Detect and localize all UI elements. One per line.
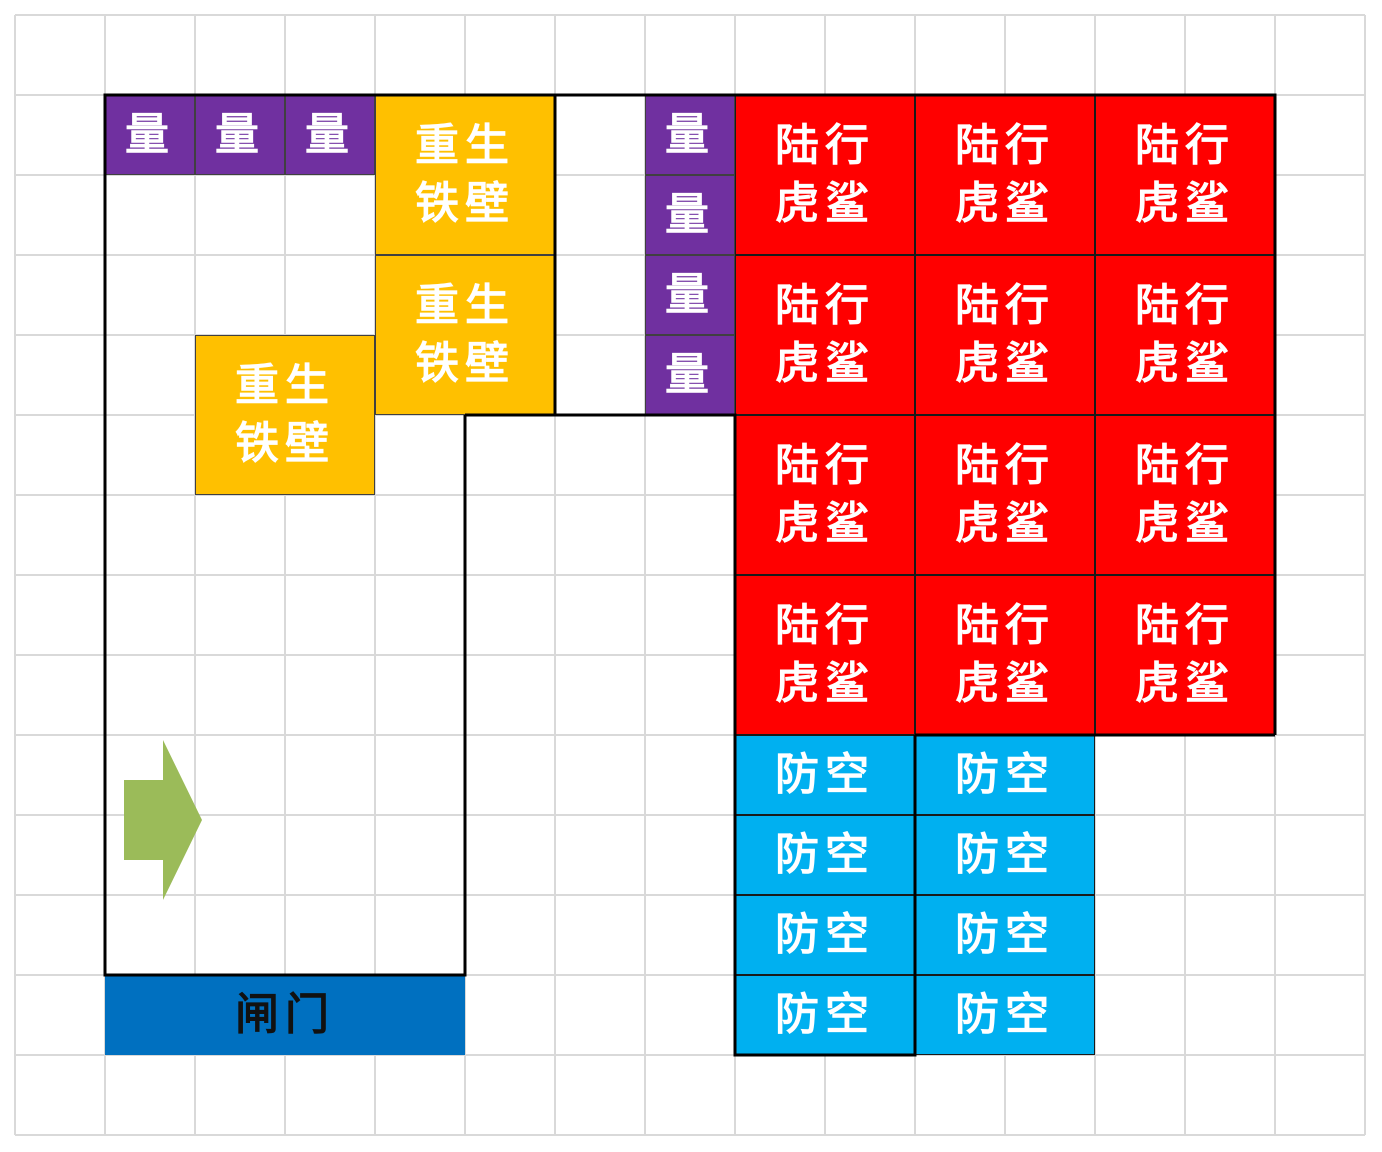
fangkong-tile: 防空: [735, 975, 915, 1055]
fangkong-tile: 防空: [735, 735, 915, 815]
fangkong-tile-label: 防空: [955, 909, 1055, 960]
zhamen-gate: 闸门: [105, 975, 465, 1055]
luxing-husha-tile-label-2: 虎鲨: [1135, 338, 1235, 389]
luxing-husha-tile: 陆行虎鲨: [915, 575, 1095, 735]
luxing-husha-tile-label-1: 陆行: [775, 600, 875, 651]
fangkong-tile: 防空: [735, 895, 915, 975]
chongsheng-tiebi-tile-label-2: 铁壁: [415, 338, 515, 389]
luxing-husha-tile-label-1: 陆行: [775, 440, 875, 491]
luxing-husha-tile: 陆行虎鲨: [1095, 255, 1275, 415]
luxing-husha-tile-label-1: 陆行: [955, 280, 1055, 331]
fangkong-tile: 防空: [915, 975, 1095, 1055]
luxing-husha-tile-label-2: 虎鲨: [775, 338, 875, 389]
chongsheng-tiebi-tile-label-1: 重生: [235, 360, 335, 411]
luxing-husha-tile: 陆行虎鲨: [735, 95, 915, 255]
luxing-husha-tile: 陆行虎鲨: [1095, 575, 1275, 735]
luxing-husha-tile-label-1: 陆行: [1135, 120, 1235, 171]
zhamen-gate-label: 闸门: [235, 989, 335, 1040]
luxing-husha-tile-label-1: 陆行: [955, 120, 1055, 171]
chongsheng-tiebi-tile: 重生铁壁: [375, 95, 555, 255]
fangkong-tile: 防空: [915, 815, 1095, 895]
luxing-husha-tile-label-1: 陆行: [1135, 280, 1235, 331]
liang-tile: 量: [105, 95, 195, 175]
luxing-husha-tile-label-2: 虎鲨: [775, 498, 875, 549]
fangkong-tile-label: 防空: [955, 749, 1055, 800]
fangkong-tile: 防空: [735, 815, 915, 895]
luxing-husha-tile-label-2: 虎鲨: [955, 498, 1055, 549]
chongsheng-tiebi-tile: 重生铁壁: [375, 255, 555, 415]
luxing-husha-tile-label-1: 陆行: [1135, 600, 1235, 651]
luxing-husha-tile: 陆行虎鲨: [915, 95, 1095, 255]
luxing-husha-tile-label-2: 虎鲨: [1135, 498, 1235, 549]
liang-tile-label: 量: [665, 269, 715, 320]
luxing-husha-tile-label-2: 虎鲨: [955, 658, 1055, 709]
liang-tile-label: 量: [305, 109, 355, 160]
fangkong-tile: 防空: [915, 895, 1095, 975]
liang-tile: 量: [645, 95, 735, 175]
fangkong-tile-label: 防空: [775, 829, 875, 880]
luxing-husha-tile: 陆行虎鲨: [915, 255, 1095, 415]
luxing-husha-tile-label-2: 虎鲨: [775, 178, 875, 229]
luxing-husha-tile-label-2: 虎鲨: [775, 658, 875, 709]
liang-tile-label: 量: [215, 109, 265, 160]
luxing-husha-tile-label-1: 陆行: [955, 440, 1055, 491]
luxing-husha-tile-label-1: 陆行: [775, 280, 875, 331]
luxing-husha-tile: 陆行虎鲨: [1095, 95, 1275, 255]
fangkong-tile: 防空: [915, 735, 1095, 815]
liang-tile: 量: [645, 255, 735, 335]
fangkong-tile-label: 防空: [775, 989, 875, 1040]
liang-tile-label: 量: [665, 189, 715, 240]
luxing-husha-tile-label-1: 陆行: [1135, 440, 1235, 491]
luxing-husha-tile-label-1: 陆行: [955, 600, 1055, 651]
luxing-husha-tile: 陆行虎鲨: [735, 415, 915, 575]
luxing-husha-tile: 陆行虎鲨: [735, 255, 915, 415]
liang-tile: 量: [645, 175, 735, 255]
liang-tile-label: 量: [125, 109, 175, 160]
luxing-husha-tile-label-1: 陆行: [775, 120, 875, 171]
liang-tile: 量: [285, 95, 375, 175]
fangkong-tile-label: 防空: [955, 829, 1055, 880]
fangkong-tile-label: 防空: [775, 909, 875, 960]
luxing-husha-tile-label-2: 虎鲨: [955, 178, 1055, 229]
chongsheng-tiebi-tile: 重生铁壁: [195, 335, 375, 495]
luxing-husha-tile-label-2: 虎鲨: [955, 338, 1055, 389]
liang-tile-label: 量: [665, 109, 715, 160]
luxing-husha-tile-label-2: 虎鲨: [1135, 178, 1235, 229]
liang-tile-label: 量: [665, 349, 715, 400]
liang-tile: 量: [195, 95, 285, 175]
luxing-husha-tile-label-2: 虎鲨: [1135, 658, 1235, 709]
luxing-husha-tile: 陆行虎鲨: [1095, 415, 1275, 575]
liang-tile: 量: [645, 335, 735, 415]
chongsheng-tiebi-tile-label-1: 重生: [415, 280, 515, 331]
chongsheng-tiebi-tile-label-2: 铁壁: [415, 178, 515, 229]
luxing-husha-tile: 陆行虎鲨: [735, 575, 915, 735]
chongsheng-tiebi-tile-label-2: 铁壁: [235, 418, 335, 469]
fangkong-tile-label: 防空: [955, 989, 1055, 1040]
fangkong-tile-label: 防空: [775, 749, 875, 800]
chongsheng-tiebi-tile-label-1: 重生: [415, 120, 515, 171]
right-arrow-icon: [124, 740, 202, 900]
luxing-husha-tile: 陆行虎鲨: [915, 415, 1095, 575]
